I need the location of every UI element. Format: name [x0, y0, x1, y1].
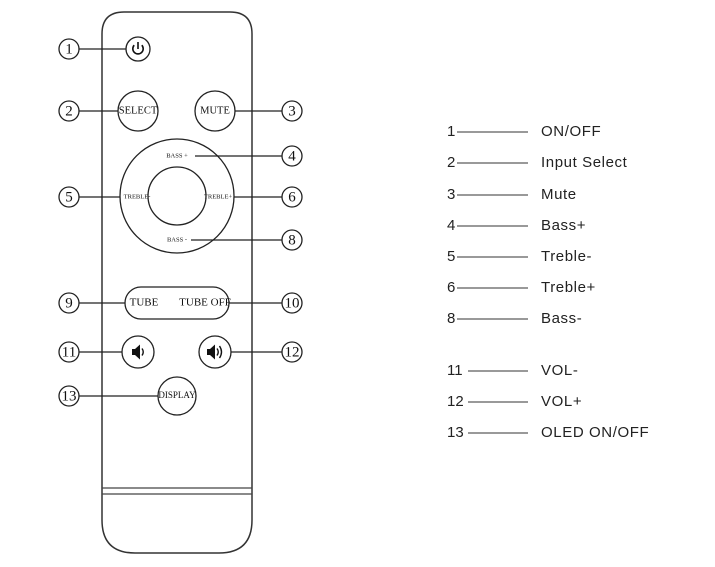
legend-item: 6 Treble+	[447, 279, 596, 296]
legend-item: 2 Input Select	[447, 154, 628, 171]
svg-text:ON/OFF: ON/OFF	[541, 123, 601, 140]
callout-3: 3	[281, 100, 303, 122]
select-button[interactable]: SELECT	[117, 90, 159, 132]
legend-item: 1 ON/OFF	[447, 123, 601, 140]
svg-text:Treble+: Treble+	[541, 279, 596, 296]
callout-11: 11	[58, 341, 80, 363]
mute-label: MUTE	[200, 105, 230, 116]
tone-control-ring: BASS + BASS - TREBLE- TREBLE+	[119, 138, 235, 254]
svg-text:3: 3	[447, 186, 455, 203]
legend-item: 8 Bass-	[447, 310, 582, 327]
callout-9: 9	[58, 292, 80, 314]
display-label: DISPLAY	[158, 390, 196, 400]
svg-text:10: 10	[285, 295, 300, 311]
mute-button[interactable]: MUTE	[194, 90, 236, 132]
callout-1: 1	[58, 38, 80, 60]
callout-lines	[79, 48, 282, 397]
callout-10: 10	[281, 292, 303, 314]
svg-text:VOL-: VOL-	[541, 362, 578, 379]
callout-badges: 1 2 3 4 5 6 8 9 10 11 12 13	[58, 38, 303, 407]
remote-body	[101, 11, 253, 554]
treble-minus-label[interactable]: TREBLE-	[124, 193, 151, 200]
callout-4: 4	[281, 145, 303, 167]
speaker-low-icon	[132, 344, 144, 360]
svg-text:3: 3	[288, 103, 296, 119]
svg-text:Treble-: Treble-	[541, 248, 592, 265]
speaker-high-icon	[207, 344, 223, 360]
svg-text:8: 8	[447, 310, 455, 327]
power-button[interactable]	[125, 36, 151, 62]
callout-12: 12	[281, 341, 303, 363]
legend-item: 13 OLED ON/OFF	[447, 424, 649, 441]
svg-text:11: 11	[62, 344, 76, 360]
select-label: SELECT	[119, 105, 158, 116]
svg-text:4: 4	[447, 217, 455, 234]
vol-up-button[interactable]	[198, 335, 232, 369]
callout-6: 6	[281, 186, 303, 208]
display-button[interactable]: DISPLAY	[157, 376, 197, 416]
bass-plus-label[interactable]: BASS +	[166, 152, 188, 159]
vol-down-button[interactable]	[121, 335, 155, 369]
legend-item: 3 Mute	[447, 186, 577, 203]
legend-item: 12 VOL+	[447, 393, 582, 410]
svg-text:Bass-: Bass-	[541, 310, 582, 327]
callout-13: 13	[58, 385, 80, 407]
svg-text:1: 1	[65, 41, 73, 57]
legend: 1 ON/OFF 2 Input Select 3 Mute 4 Bass+ 5…	[447, 123, 649, 441]
callout-8: 8	[281, 229, 303, 251]
svg-text:8: 8	[288, 232, 296, 248]
svg-text:OLED ON/OFF: OLED ON/OFF	[541, 424, 649, 441]
svg-text:2: 2	[65, 103, 73, 119]
svg-text:5: 5	[65, 189, 73, 205]
svg-text:5: 5	[447, 248, 455, 265]
legend-item: 5 Treble-	[447, 248, 592, 265]
svg-text:Input Select: Input Select	[541, 154, 628, 171]
svg-text:2: 2	[447, 154, 455, 171]
svg-text:4: 4	[288, 148, 296, 164]
treble-plus-label[interactable]: TREBLE+	[204, 193, 233, 200]
callout-5: 5	[58, 186, 80, 208]
svg-text:6: 6	[447, 279, 455, 296]
svg-text:13: 13	[62, 388, 77, 404]
svg-text:Bass+: Bass+	[541, 217, 586, 234]
svg-text:1: 1	[447, 123, 455, 140]
tube-off-label[interactable]: TUBE OFF	[179, 297, 231, 309]
power-icon	[132, 42, 144, 55]
svg-text:13: 13	[447, 424, 464, 441]
callout-2: 2	[58, 100, 80, 122]
svg-text:12: 12	[285, 344, 300, 360]
center-button[interactable]	[147, 166, 207, 226]
tube-button-pill: TUBE TUBE OFF	[124, 286, 231, 320]
tube-label[interactable]: TUBE	[130, 297, 159, 309]
svg-text:11: 11	[447, 362, 463, 379]
bass-minus-label[interactable]: BASS -	[167, 236, 187, 243]
svg-text:12: 12	[447, 393, 464, 410]
svg-text:6: 6	[288, 189, 296, 205]
svg-text:9: 9	[65, 295, 73, 311]
svg-text:Mute: Mute	[541, 186, 577, 203]
svg-text:VOL+: VOL+	[541, 393, 582, 410]
legend-item: 11 VOL-	[447, 362, 578, 379]
legend-item: 4 Bass+	[447, 217, 586, 234]
